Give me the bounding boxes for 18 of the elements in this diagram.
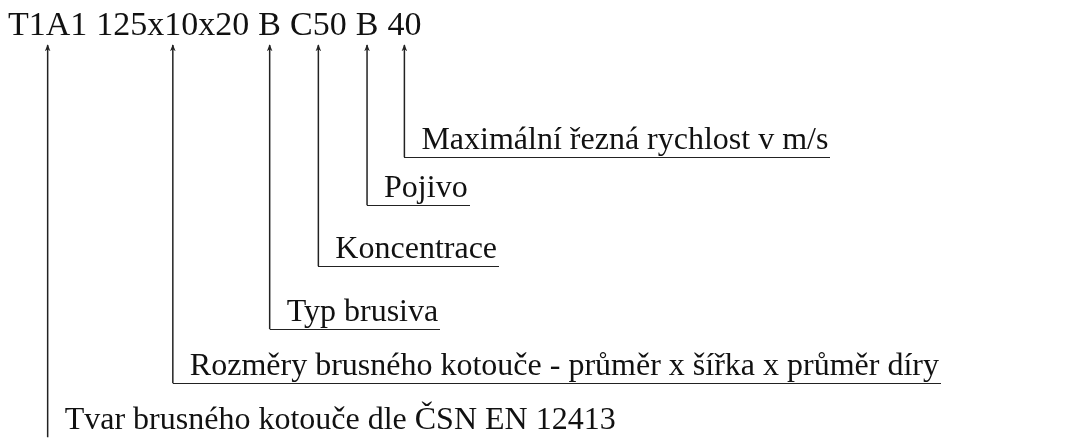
callout-text: Tvar brusného kotouče dle ČSN EN 12413 <box>47 400 618 438</box>
designation-code: T1A1 <box>8 4 88 44</box>
callout-text: Pojivo <box>367 168 470 206</box>
leader-arrow <box>44 44 51 438</box>
leader-arrow <box>170 44 176 384</box>
callout-text: Maximální řezná rychlost v m/s <box>404 120 831 158</box>
leader-arrow <box>401 44 408 158</box>
designation-code: B <box>258 4 281 44</box>
callout-text: Koncentrace <box>318 229 500 267</box>
leader-arrow <box>315 44 322 267</box>
designation-code: 40 <box>387 4 422 44</box>
designation-code: 125x10x20 <box>96 4 250 44</box>
designation-code: B <box>355 4 379 44</box>
leader-arrow <box>266 44 273 330</box>
callout-text: Rozměry brusného kotouče - průměr x šířka x průměr díry <box>172 346 941 384</box>
leader-arrow <box>364 44 370 206</box>
designation-code: C50 <box>290 4 347 44</box>
callout-text: Typ brusiva <box>269 292 441 330</box>
